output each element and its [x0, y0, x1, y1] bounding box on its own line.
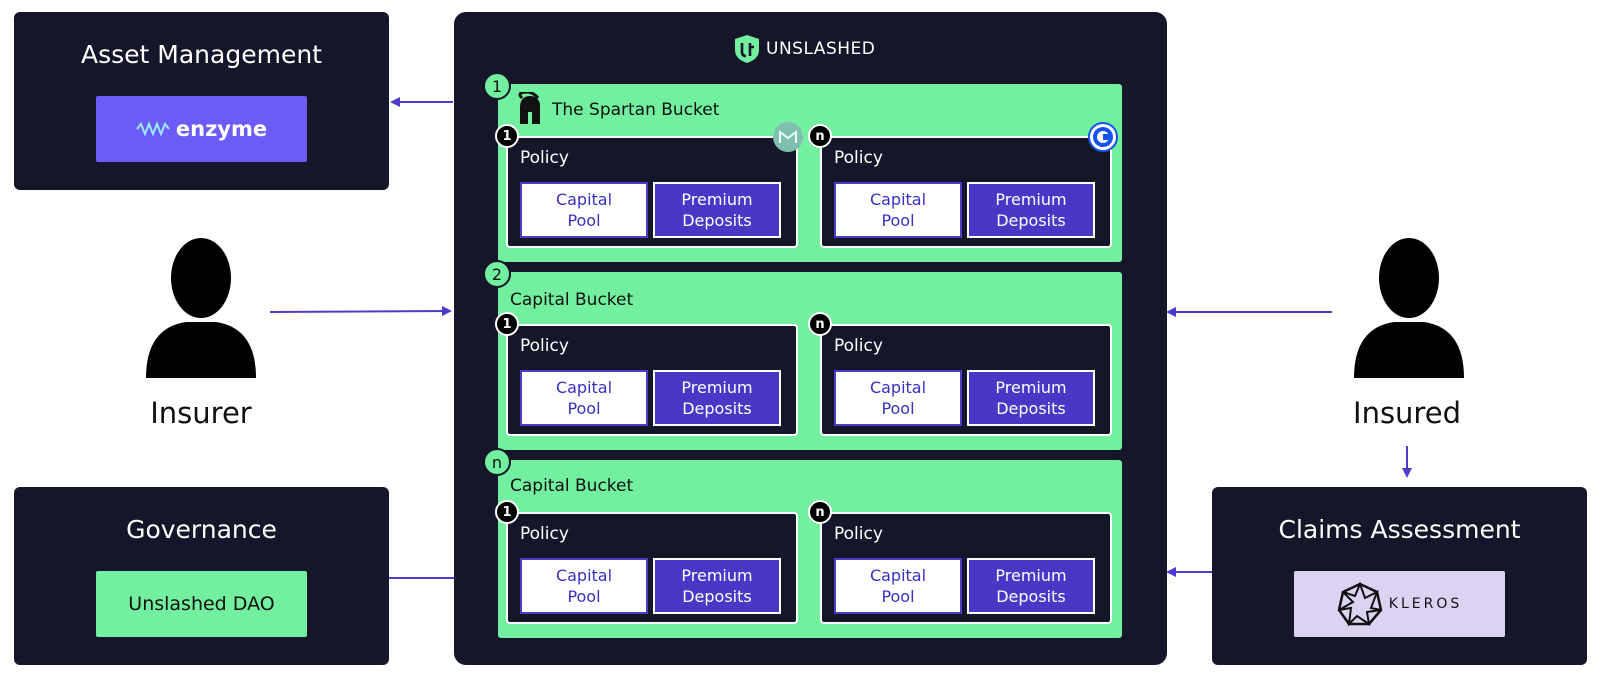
- unslashed-brand: UNSLASHED: [734, 34, 875, 64]
- insured-label: Insured: [1353, 396, 1461, 430]
- policy-title: Policy: [520, 148, 569, 168]
- insurer-label: Insurer: [150, 396, 252, 430]
- claims-assessment-panel: Claims Assessment KLEROS: [1212, 487, 1587, 665]
- governance-title: Governance: [126, 515, 277, 544]
- capital-line-1: Capital: [555, 378, 613, 397]
- unslashed-dao-badge: Unslashed DAO: [96, 571, 307, 637]
- premium-line-2: Deposits: [682, 399, 752, 418]
- bucket-number-badge: n: [483, 448, 511, 476]
- premium-line-1: Premium: [681, 190, 753, 209]
- unslashed-dao-label: Unslashed DAO: [128, 593, 275, 615]
- premium-line-1: Premium: [995, 566, 1067, 585]
- governance-panel: Governance Unslashed DAO: [14, 487, 389, 665]
- premium-line-2: Deposits: [682, 211, 752, 230]
- policy-title: Policy: [834, 524, 883, 544]
- premium-line-1: Premium: [681, 378, 753, 397]
- arrow-insurer-to-unslashed: [269, 306, 452, 317]
- policy-number-badge: n: [808, 500, 832, 524]
- policy-number-badge: 1: [495, 124, 519, 148]
- kleros-wordmark: KLEROS: [1388, 596, 1463, 612]
- premium-line-2: Deposits: [996, 587, 1066, 606]
- claims-assessment-title: Claims Assessment: [1278, 515, 1521, 544]
- asset-management-panel: Asset Management enzyme: [14, 12, 389, 190]
- spartan-helmet-icon: [518, 92, 540, 124]
- capital-line-2: Pool: [567, 587, 601, 606]
- capital-line-1: Capital: [869, 378, 927, 397]
- premium-line-1: Premium: [995, 378, 1067, 397]
- enzyme-wave-icon: [136, 121, 170, 137]
- bucket-title: Capital Bucket: [510, 290, 634, 310]
- capital-line-2: Pool: [881, 587, 915, 606]
- bucket-title: Capital Bucket: [510, 476, 634, 496]
- premium-line-2: Deposits: [996, 399, 1066, 418]
- policy-number-badge: 1: [495, 500, 519, 524]
- capital-line-2: Pool: [567, 211, 601, 230]
- capital-line-1: Capital: [555, 190, 613, 209]
- policy-number-badge: n: [808, 124, 832, 148]
- policy-title: Policy: [834, 148, 883, 168]
- unslashed-shield-icon: [735, 35, 759, 63]
- policy-title: Policy: [520, 524, 569, 544]
- insurer-person-icon: [146, 238, 256, 378]
- premium-line-2: Deposits: [996, 211, 1066, 230]
- insured-person-icon: [1354, 238, 1464, 378]
- maker-logo-icon: [773, 122, 803, 152]
- coinbase-logo-icon: [1088, 122, 1118, 152]
- bucket-number-badge: 1: [483, 72, 511, 100]
- asset-management-title: Asset Management: [81, 40, 322, 69]
- capital-line-2: Pool: [881, 211, 915, 230]
- enzyme-logo: enzyme: [96, 96, 307, 162]
- unslashed-wordmark: UNSLASHED: [766, 39, 876, 59]
- kleros-logo: KLEROS: [1294, 571, 1505, 637]
- bucket-title: The Spartan Bucket: [552, 100, 720, 120]
- policy-title: Policy: [520, 336, 569, 356]
- premium-line-2: Deposits: [682, 587, 752, 606]
- policy-title: Policy: [834, 336, 883, 356]
- premium-line-1: Premium: [681, 566, 753, 585]
- capital-line-2: Pool: [567, 399, 601, 418]
- capital-line-1: Capital: [555, 566, 613, 585]
- premium-line-1: Premium: [995, 190, 1067, 209]
- capital-line-2: Pool: [881, 399, 915, 418]
- policy-number-badge: n: [808, 312, 832, 336]
- enzyme-wordmark: enzyme: [175, 117, 268, 141]
- capital-line-1: Capital: [869, 566, 927, 585]
- capital-line-1: Capital: [869, 190, 927, 209]
- policy-number-badge: 1: [495, 312, 519, 336]
- bucket-number-badge: 2: [483, 260, 511, 288]
- kleros-polyhedron-icon: [1337, 582, 1383, 626]
